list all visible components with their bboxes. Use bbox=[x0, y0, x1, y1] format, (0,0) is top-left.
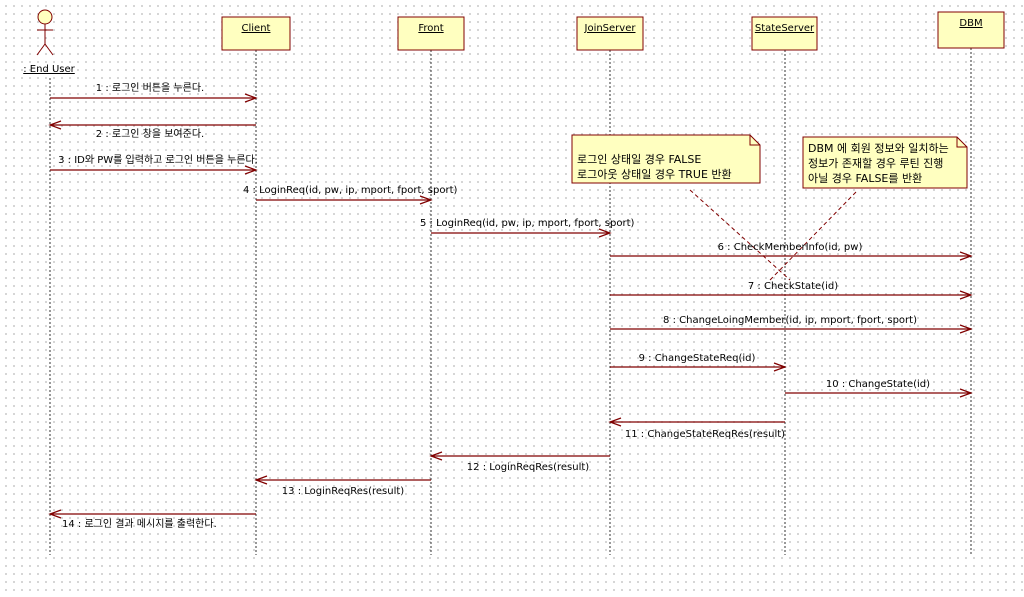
arrowhead-icon bbox=[419, 195, 433, 205]
arrowhead-icon bbox=[959, 324, 973, 334]
arrowhead-icon bbox=[598, 228, 612, 238]
message-3[interactable]: 3 : ID와 PW를 입력하고 로그인 버튼을 누른다. bbox=[50, 153, 258, 175]
arrowhead-icon bbox=[48, 120, 62, 130]
arrowhead-icon bbox=[429, 451, 443, 461]
message-12[interactable]: 12 : LoginReqRes(result) bbox=[429, 451, 610, 473]
message-10[interactable]: 10 : ChangeState(id) bbox=[785, 379, 973, 398]
actor-label: : End User bbox=[23, 64, 75, 75]
message-label: 3 : ID와 PW를 입력하고 로그인 버튼을 누른다. bbox=[58, 153, 258, 166]
lifeline-box bbox=[576, 16, 644, 51]
message-label: 8 : ChangeLoingMember(id, ip, mport, fpo… bbox=[663, 315, 917, 326]
message-label: 13 : LoginReqRes(result) bbox=[282, 486, 404, 497]
arrowhead-icon bbox=[244, 93, 258, 103]
message-label: 2 : 로그인 창을 보여준다. bbox=[96, 128, 204, 140]
lifeline-stateserver[interactable]: StateServer bbox=[751, 16, 818, 555]
message-2[interactable]: 2 : 로그인 창을 보여준다. bbox=[48, 120, 256, 140]
message-8[interactable]: 8 : ChangeLoingMember(id, ip, mport, fpo… bbox=[610, 315, 973, 334]
note-fold-icon bbox=[956, 137, 967, 148]
arrowhead-icon bbox=[959, 388, 973, 398]
message-label: 10 : ChangeState(id) bbox=[826, 379, 930, 390]
message-4[interactable]: 4 : LoginReq(id, pw, ip, mport, fport, s… bbox=[243, 185, 457, 205]
lifeline-front[interactable]: Front bbox=[397, 16, 465, 555]
lifeline-label: Front bbox=[418, 23, 443, 34]
actor-leg-right bbox=[44, 43, 54, 56]
message-14[interactable]: 14 : 로그인 결과 메시지를 출력한다. bbox=[48, 509, 256, 530]
message-label: 4 : LoginReq(id, pw, ip, mport, fport, s… bbox=[243, 185, 457, 196]
message-label: 5 : LoginReq(id, pw, ip, mport, fport, s… bbox=[420, 218, 634, 229]
message-6[interactable]: 6 : CheckMemberInfo(id, pw) bbox=[610, 242, 973, 261]
message-1[interactable]: 1 : 로그인 버튼을 누른다. bbox=[50, 82, 258, 103]
lifeline-client[interactable]: Client bbox=[221, 16, 291, 555]
lifeline-box bbox=[221, 16, 291, 51]
message-label: 7 : CheckState(id) bbox=[748, 281, 838, 292]
note-text-line: 로그아웃 상태일 경우 TRUE 반환 bbox=[577, 167, 732, 181]
note-anchor-line bbox=[689, 189, 791, 281]
lifeline-label: DBM bbox=[959, 18, 982, 29]
note-text-line: 아닐 경우 FALSE를 반환 bbox=[808, 172, 922, 185]
message-label: 6 : CheckMemberInfo(id, pw) bbox=[718, 242, 863, 253]
lifeline-box bbox=[937, 11, 1005, 49]
message-label: 1 : 로그인 버튼을 누른다. bbox=[96, 82, 204, 94]
message-5[interactable]: 5 : LoginReq(id, pw, ip, mport, fport, s… bbox=[420, 218, 634, 238]
message-label: 9 : ChangeStateReq(id) bbox=[639, 353, 756, 364]
message-7[interactable]: 7 : CheckState(id) bbox=[610, 281, 973, 300]
note-body bbox=[571, 134, 761, 184]
lifeline-box bbox=[751, 16, 818, 51]
arrowhead-icon bbox=[959, 290, 973, 300]
message-label: 11 : ChangeStateReqRes(result) bbox=[625, 429, 785, 440]
arrowhead-icon bbox=[244, 165, 258, 175]
message-label: 14 : 로그인 결과 메시지를 출력한다. bbox=[62, 518, 217, 530]
arrowhead-icon bbox=[959, 251, 973, 261]
note-fold-icon bbox=[749, 135, 760, 146]
actor-leg-left bbox=[36, 43, 46, 56]
arrowhead-icon bbox=[254, 475, 268, 485]
note-text-line: 정보가 존재할 경우 루틴 진행 bbox=[808, 157, 943, 170]
note-text-line: DBM 에 회원 정보와 일치하는 bbox=[808, 141, 949, 155]
actor-end-user[interactable]: : End User bbox=[23, 9, 76, 75]
lifeline-label: Client bbox=[242, 23, 271, 34]
lifeline-dbm[interactable]: DBM bbox=[937, 11, 1005, 555]
message-13[interactable]: 13 : LoginReqRes(result) bbox=[254, 475, 431, 497]
lifeline-box bbox=[397, 16, 465, 51]
arrowhead-icon bbox=[48, 509, 62, 519]
actor-head-icon bbox=[37, 9, 53, 25]
note-text-line: 로그인 상태일 경우 FALSE bbox=[577, 152, 701, 166]
lifeline-label: JoinServer bbox=[584, 23, 637, 34]
lifeline-joinserver[interactable]: JoinServer bbox=[576, 16, 644, 555]
message-9[interactable]: 9 : ChangeStateReq(id) bbox=[610, 353, 787, 372]
note-anchor-line bbox=[769, 191, 857, 281]
message-11[interactable]: 11 : ChangeStateReqRes(result) bbox=[608, 417, 785, 440]
message-label: 12 : LoginReqRes(result) bbox=[467, 462, 589, 473]
lifeline-label: StateServer bbox=[755, 23, 815, 34]
arrowhead-icon bbox=[608, 417, 622, 427]
note-body bbox=[802, 136, 968, 189]
arrowhead-icon bbox=[773, 362, 787, 372]
